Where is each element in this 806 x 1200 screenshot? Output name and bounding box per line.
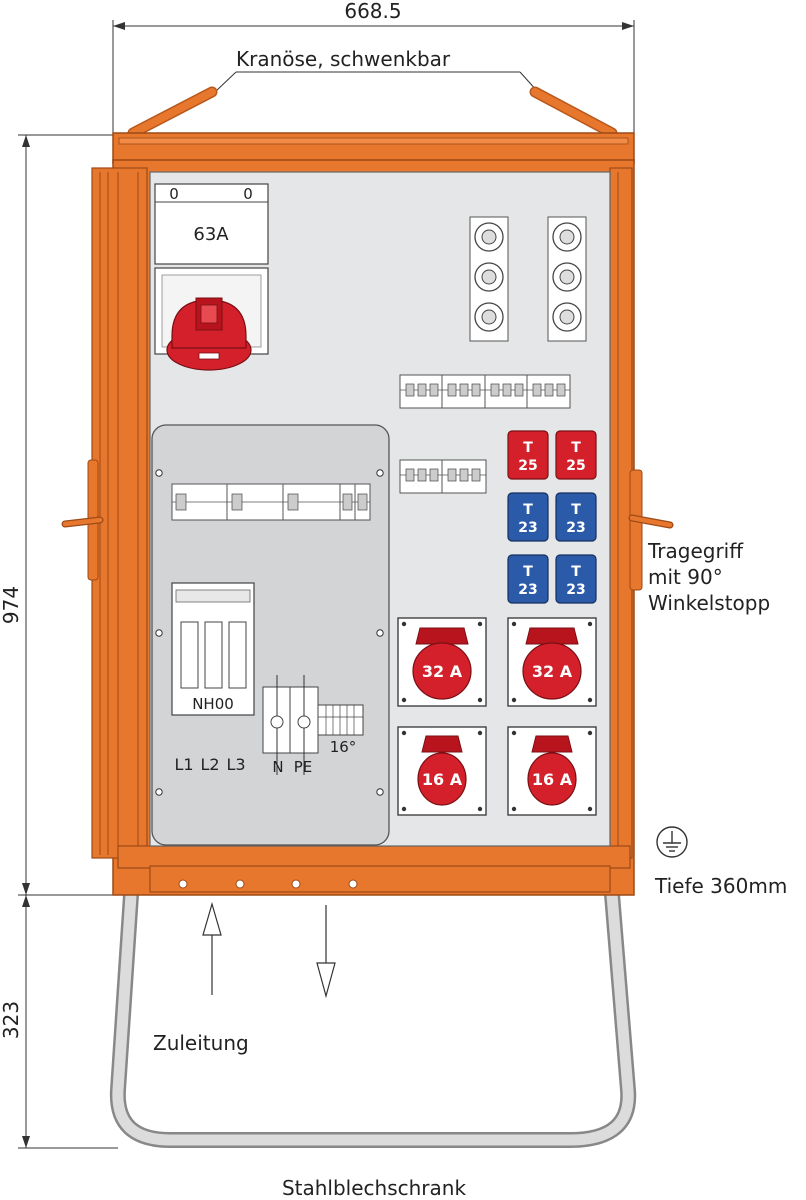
cee-rating: 32 A: [532, 662, 573, 681]
cee-socket: 16 A: [507, 726, 597, 816]
carry-handle-line2: mit 90°: [648, 565, 723, 589]
crane-eye-left: [127, 86, 218, 139]
fuse-holder-column-right: [547, 216, 587, 342]
fuse-holder-column-left: [469, 216, 509, 342]
nh00-fuse-switch: NH00: [171, 582, 255, 716]
schuko-socket-group: T 25 T 25 T 23 T 23 T 23 T 23: [507, 430, 597, 604]
phase-label: L1: [174, 755, 193, 774]
stand-frame: [109, 869, 637, 1148]
distribution-subpanel: NH00 L1 L2 L3 N PE 16°: [151, 424, 390, 846]
cabinet-type-label: Stahlblechschrank: [282, 1176, 467, 1200]
height-dimension: 974 323: [0, 134, 118, 1149]
width-dimension-label: 668.5: [344, 0, 401, 23]
handle-right: [628, 469, 674, 591]
schuko-number: 25: [518, 458, 537, 474]
fuse-block-label: NH00: [192, 695, 234, 713]
terminal-count-label: 16°: [330, 738, 357, 756]
schuko-number: 23: [566, 582, 585, 598]
cabinet-height-label: 974: [0, 586, 23, 624]
terminal-pe-label: PE: [294, 758, 313, 776]
depth-label: Tiefe 360mm: [654, 874, 787, 898]
main-socket-rating: 63A: [193, 224, 229, 245]
supply-in-arrow-icon: [202, 901, 222, 995]
cee-rating: 16 A: [532, 770, 573, 789]
cee-rating: 32 A: [422, 662, 463, 681]
supply-label: Zuleitung: [153, 1031, 249, 1055]
rcd-breaker-row: [171, 483, 371, 521]
schuko-letter: T: [523, 564, 533, 580]
cee-socket: 16 A: [397, 726, 487, 816]
handle-left: [61, 459, 104, 581]
breaker-row-upper: [399, 374, 571, 409]
carry-handle-annotation: Tragegriff mit 90° Winkelstopp: [647, 539, 770, 615]
schuko-number: 23: [518, 520, 537, 536]
terminal-blocks: [262, 675, 364, 775]
schuko-socket: T 25: [507, 430, 549, 480]
phase-label: L3: [226, 755, 245, 774]
phase-label: L2: [200, 755, 219, 774]
main-socket-63a: 0 0 63A: [154, 183, 269, 371]
crane-eye-label: Kranöse, schwenkbar: [236, 47, 451, 71]
carry-handle-line1: Tragegriff: [647, 539, 744, 563]
schuko-socket: T 23: [555, 554, 597, 604]
schuko-socket: T 23: [555, 492, 597, 542]
breaker-row-middle: [399, 459, 487, 494]
cee-socket-group: 32 A 32 A 16 A: [397, 617, 597, 816]
width-dimension: 668.5: [112, 0, 635, 135]
schuko-number: 23: [518, 582, 537, 598]
schuko-letter: T: [523, 502, 533, 518]
stand-height-label: 323: [0, 1001, 23, 1039]
main-switch-left-label: 0: [169, 185, 179, 203]
schuko-letter: T: [571, 502, 581, 518]
carry-handle-line3: Winkelstopp: [648, 591, 770, 615]
schuko-letter: T: [523, 440, 533, 456]
terminal-n-label: N: [272, 758, 283, 776]
ground-symbol-icon: [656, 826, 688, 858]
crane-eye-annotation: Kranöse, schwenkbar: [214, 47, 539, 93]
cee-rating: 16 A: [422, 770, 463, 789]
schuko-number: 23: [566, 520, 585, 536]
schuko-number: 25: [566, 458, 585, 474]
schuko-letter: T: [571, 440, 581, 456]
schuko-socket: T 23: [507, 492, 549, 542]
schuko-socket: T 25: [555, 430, 597, 480]
supply-out-arrow-icon: [316, 905, 336, 999]
schuko-letter: T: [571, 564, 581, 580]
cee-socket: 32 A: [507, 617, 597, 707]
cee-socket: 32 A: [397, 617, 487, 707]
main-switch-right-label: 0: [243, 185, 253, 203]
crane-eye-right: [529, 86, 618, 139]
schuko-socket: T 23: [507, 554, 549, 604]
